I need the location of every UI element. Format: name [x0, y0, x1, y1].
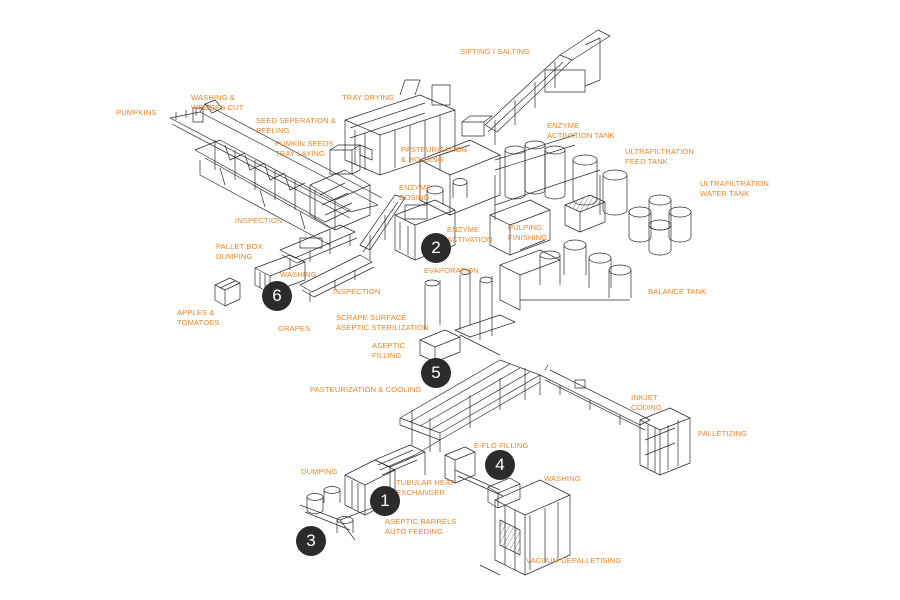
label-sifting-salting: SIFTING / SALTING: [460, 47, 530, 56]
label-seed-separation-peeling: SEED SEPERATION & PEELING: [256, 116, 337, 135]
evaporator-towers: [424, 269, 516, 340]
coding-conveyor: [539, 369, 651, 431]
pasteurization-holding: [419, 139, 501, 216]
step-badge-4: 4: [485, 450, 515, 480]
label-pumpkin-seeds-tray-laying: PUMKIN SEEDS TRAY LAYING: [275, 139, 334, 158]
apple-tomato-dumper: [214, 277, 241, 307]
enzyme-activation-tanks: [494, 134, 601, 220]
label-dumping: DUMPING: [301, 467, 338, 476]
vacuum-depalletiser: [479, 479, 571, 576]
pulping-finishing: [489, 199, 551, 256]
label-enzyme-activation: ENZYME ACTIVATION: [447, 225, 493, 244]
label-apples-tomatoes: APPLES & TOMATOES: [177, 308, 220, 327]
ultrafiltration-feed-tanks: [602, 169, 628, 216]
sifting-conveyor: [461, 29, 611, 145]
label-enzyme-dosing: ENZYME DOSING: [399, 183, 432, 202]
label-inspection-top: INSPECTION: [235, 216, 283, 225]
inspection-line-mid: [299, 254, 375, 302]
step-badge-3: 3: [296, 526, 326, 556]
label-pallet-box-dumping: PALLET BOX DUMPING: [216, 242, 263, 261]
palletizer: [639, 407, 691, 476]
eflo-filling-station: [444, 446, 504, 497]
label-evaporation: EVAPORATION: [424, 266, 479, 275]
filtration-rack: [564, 194, 606, 233]
seed-separation-line: [194, 139, 351, 246]
label-ultrafiltration-water-tank: ULTRAFILTRATION WATER TANK: [700, 179, 770, 198]
label-pasteurization-cooling: PASTEURIZATION & COOLING: [310, 385, 422, 394]
label-inkjet-coding: INKJET CODING: [631, 393, 662, 412]
label-washing-right: WASHING: [544, 474, 581, 483]
label-palletizing: PALLETIZING: [698, 429, 748, 438]
label-tubular-heat-exchanger: TUBULAR HEAT EXCHANGER: [396, 478, 455, 497]
balance-tanks: [499, 239, 632, 311]
label-pulping-finishing: PULPING FINISHING: [508, 223, 548, 242]
label-tray-drying: TRAY DRYING: [342, 93, 395, 102]
label-scrape-surface-sterilization: SCRAPE SURFACE ASEPTIC STERILIZATION: [336, 313, 429, 332]
label-aseptic-filling: ASEPTIC FILLING: [372, 341, 406, 360]
inspection-line-top: [279, 224, 358, 270]
tray-laying-station: [309, 144, 371, 231]
label-ultrafiltration-feed-tank: ULTRAFILTRATION FEED TANK: [625, 147, 695, 166]
label-vacuum-depalletising: VACUUM DEPALLETISING: [526, 556, 622, 565]
label-grapes: GRAPES: [278, 324, 311, 333]
washing-station-right: [487, 477, 521, 509]
label-pumpkins: PUMPKINS: [116, 108, 157, 117]
label-washing-left: WASHING: [280, 270, 317, 279]
evaporation-conveyor: [359, 194, 406, 260]
step-badge-1: 1: [370, 486, 400, 516]
label-pasteurization-holding: PASTEURIZATION & HOLDING: [401, 145, 468, 164]
label-inspection-mid: INSPECTION: [333, 287, 381, 296]
step-badge-5: 5: [421, 358, 451, 388]
pumpkin-washing-line: [169, 99, 383, 219]
label-eflo-filling: E-FLO FILLING: [474, 441, 529, 450]
label-washing-wedges-cut: WASHING & WEDGES CUT: [191, 93, 244, 112]
label-enzyme-activation-tank: ENZYME ACTIVATION TANK: [547, 121, 615, 140]
aseptic-filling-unit: [419, 329, 461, 363]
step-badge-6: 6: [262, 281, 292, 311]
label-balance-tank: BALANCE TANK: [648, 287, 707, 296]
label-aseptic-barrels-auto-feeding: ASEPTIC BARRELS AUTO FEEDING: [385, 517, 457, 536]
ultrafiltration-water-tanks: [628, 194, 692, 256]
step-badge-2: 2: [421, 233, 451, 263]
